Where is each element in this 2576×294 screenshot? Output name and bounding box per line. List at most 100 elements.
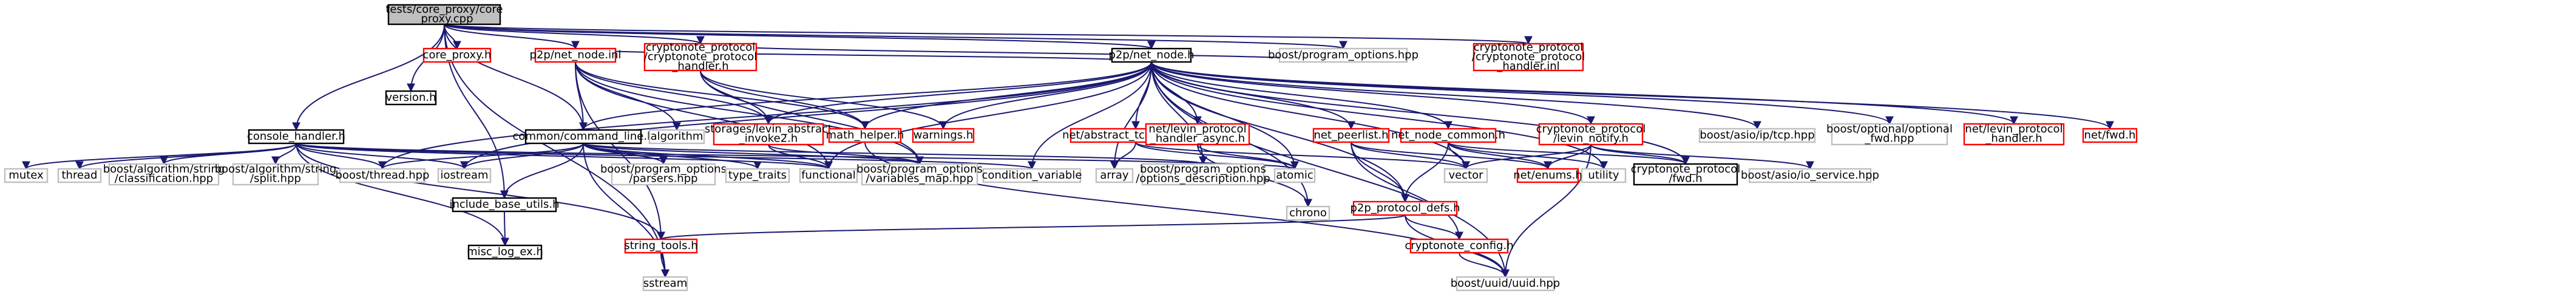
node-boost-algo-classification: boost/algorithm/string/classification.hp…	[103, 163, 225, 186]
node-label-line: _proxy.cpp	[415, 13, 473, 26]
node-label-line: boost/asio/ip/tcp.hpp	[1700, 129, 1814, 142]
include-edge-p2p_net_node_h-to-math_helper_h	[861, 61, 1152, 130]
node-box	[1286, 205, 1330, 221]
node-p2p-protocol-defs-h[interactable]: p2p_protocol_defs.h	[1350, 200, 1460, 216]
include-edge-p2p_net_node_h-to-functional	[824, 61, 1152, 170]
include-edge-net_abstract_tcp_server2-to-atomic	[1135, 142, 1299, 170]
node-box	[1312, 128, 1390, 143]
node-box	[912, 128, 975, 143]
include-edge-p2p_net_node_h-to-iostream	[460, 61, 1152, 170]
node-box	[452, 197, 557, 213]
node-label-line: tests/core_proxy/core	[385, 3, 503, 16]
node-common-command-line-h[interactable]: common/command_line.h	[513, 129, 654, 145]
node-box	[1111, 47, 1192, 63]
node-box	[713, 123, 824, 146]
node-misc-log-ex-h[interactable]: misc_log_ex.h	[467, 244, 543, 260]
node-cn-proto-levin-notify[interactable]: cryptonote_protocol/levin_notify.h	[1536, 123, 1646, 146]
include-edge-cn_proto_handler_h-to-math_helper_h	[700, 70, 869, 130]
node-p2p-net-node-inl[interactable]: p2p/net_node.inl	[530, 47, 622, 63]
include-edge-cn_proto_levin_notify-to-boost_uuid_hpp	[1501, 144, 1591, 278]
include-edge-net_peerlist_h-to-net_enums_h	[1351, 142, 1552, 170]
node-net-levin-protocol-handler[interactable]: net/levin_protocol_handler.h	[1963, 123, 2065, 146]
node-p2p-net-node-h[interactable]: p2p/net_node.h	[1109, 47, 1195, 63]
node-label-line: mutex	[8, 169, 44, 182]
node-box	[534, 47, 617, 63]
include-edge-common_command_line_h-to-functional	[583, 143, 833, 170]
node-iostream: iostream	[437, 168, 492, 183]
node-label-line: boost/program_options.hpp	[1268, 49, 1418, 61]
include-edge-net_peerlist_h-to-vector	[1351, 142, 1470, 170]
node-label-line: net/enums.h	[1513, 169, 1582, 182]
node-core-proxy-h[interactable]: core_proxy.h	[423, 47, 492, 63]
include-edge-root-to-cn_proto_handler_inl	[444, 24, 1532, 45]
include-edge-p2p_net_node_h-to-cn_proto_levin_notify	[1151, 61, 1595, 125]
node-box	[2082, 128, 2138, 143]
node-cn-proto-fwd[interactable]: cryptonote_protocol/fwd.h	[1631, 163, 1740, 186]
include-edge-common_command_line_h-to-boost_thread_hpp	[378, 143, 584, 170]
node-net-fwd-h[interactable]: net/fwd.h	[2082, 128, 2138, 143]
node-vector: vector	[1443, 168, 1488, 183]
node-cn-proto-handler-inl[interactable]: cryptonote_protocol/cryptonote_protocol_…	[1472, 41, 1585, 72]
include-edge-p2p_protocol_defs_h-to-cryptonote_config_h	[1405, 214, 1463, 241]
include-edge-root-to-boost_program_options_hpp	[444, 24, 1347, 50]
node-box	[1473, 43, 1584, 72]
include-edge-console_handler_h-to-iostream	[296, 143, 469, 170]
node-box	[982, 168, 1082, 183]
node-sstream: sstream	[642, 276, 688, 292]
include-edge-p2p_net_node_inl-to-math_helper_h	[575, 61, 869, 130]
node-net-enums-h[interactable]: net/enums.h	[1513, 168, 1582, 183]
node-net-peerlist-h[interactable]: net_peerlist.h	[1312, 128, 1390, 143]
node-label-line: net_peerlist.h	[1313, 129, 1388, 142]
node-label-line: cryptonote_protocol	[1631, 163, 1740, 176]
node-label-line: /cryptonote_protocol	[644, 50, 758, 63]
include-edge-p2p_net_node_h-to-boost_po_options_description	[1151, 61, 1207, 165]
include-edge-net_levin_protocol_async-to-atomic	[1197, 144, 1299, 170]
node-thread: thread	[57, 168, 102, 183]
node-label-line: type_traits	[728, 169, 787, 182]
include-edge-p2p_net_node_inl-to-storages_levin_abstract	[575, 61, 773, 125]
node-label-line: net/levin_protocol	[1148, 123, 1246, 135]
node-net-levin-protocol-async[interactable]: net/levin_protocol_handler_async.h	[1145, 123, 1250, 146]
node-version-h[interactable]: version.h	[385, 90, 437, 106]
node-label-line: boost/optional/optional	[1826, 123, 1953, 135]
node-label-line: _handler.inl	[1496, 60, 1559, 72]
node-box	[467, 244, 543, 260]
node-boost-asio-ip-tcp: boost/asio/ip/tcp.hpp	[1698, 128, 1816, 143]
include-edge-console_handler_h-to-boost_algo_classification	[160, 143, 297, 165]
include-edge-p2p_net_node_h-to-common_command_line_h	[579, 61, 1152, 131]
node-label-line: version.h	[385, 91, 436, 104]
node-chrono: chrono	[1286, 205, 1330, 221]
node-root[interactable]: tests/core_proxy/core_proxy.cpp	[385, 3, 503, 26]
include-edge-p2p_protocol_defs_h-to-string_tools_h	[657, 214, 1406, 241]
node-math-helper-h[interactable]: math_helper.h	[826, 128, 904, 143]
node-label-line: net/levin_protocol	[1965, 123, 2062, 135]
node-label-line: boost/asio/io_service.hpp	[1741, 169, 1879, 182]
node-box	[1456, 276, 1555, 292]
include-edge-p2p_net_node_inl-to-functional	[575, 61, 833, 170]
include-edge-p2p_net_node_h-to-net_node_common_h	[1151, 61, 1452, 130]
node-net-node-common-h[interactable]: net_node_common.h	[1391, 128, 1505, 143]
node-box	[1698, 128, 1816, 143]
include-edge-net_node_common_h-to-utility	[1448, 142, 1608, 170]
node-include-base-utils[interactable]: include_base_utils.h	[449, 197, 560, 213]
node-label-line: boost/thread.hpp	[336, 169, 430, 182]
include-edge-storages_levin_abstract-to-functional	[768, 144, 833, 170]
node-box	[1145, 123, 1250, 146]
node-cryptonote-config-h[interactable]: cryptonote_config.h	[1405, 238, 1514, 254]
node-label-line: /classification.hpp	[115, 173, 213, 185]
node-cn-proto-handler-h[interactable]: cryptonote_protocol/cryptonote_protocol_…	[644, 41, 758, 72]
node-box	[387, 4, 501, 26]
node-warnings-h[interactable]: warnings.h	[912, 128, 975, 143]
include-edge-common_command_line_h-to-iostream	[460, 143, 584, 170]
node-storages-levin-abstract[interactable]: storages/levin_abstract_invoke2.h	[705, 123, 832, 146]
node-string-tools-h[interactable]: string_tools.h	[624, 238, 698, 254]
node-label-line: /fwd.h	[1669, 173, 1702, 185]
node-label-line: net_node_common.h	[1391, 129, 1505, 142]
node-label-line: /options_description.hpp	[1136, 173, 1270, 185]
node-box	[1141, 163, 1265, 186]
node-box	[643, 43, 758, 72]
node-label-line: p2p/net_node.h	[1109, 49, 1195, 61]
include-edge-cn_proto_levin_notify-to-cn_proto_fwd	[1590, 144, 1690, 165]
node-layer: tests/core_proxy/core_proxy.cpp core_prox…	[4, 3, 2138, 292]
node-console-handler-h[interactable]: console_handler.h	[247, 129, 345, 145]
